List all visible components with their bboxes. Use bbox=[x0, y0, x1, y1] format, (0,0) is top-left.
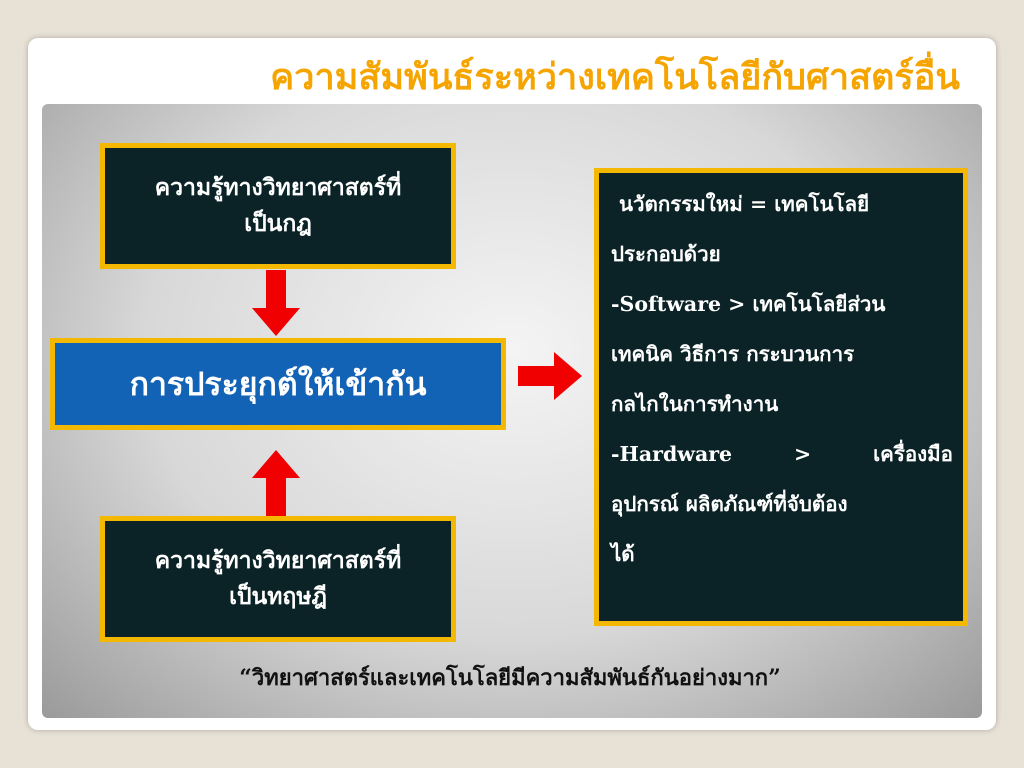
law-knowledge-line1: ความรู้ทางวิทยาศาสตร์ที่ bbox=[154, 174, 402, 201]
innovation-info-box: นวัตกรรมใหม่ = เทคโนโลยี ประกอบด้วย -Sof… bbox=[594, 168, 968, 626]
down-arrow-icon bbox=[252, 270, 300, 336]
info-line: เทคนิค วิธีการ กระบวนการ bbox=[611, 342, 855, 366]
info-line: นวัตกรรมใหม่ = เทคโนโลยี bbox=[619, 192, 870, 216]
hardware-label: -Hardware bbox=[611, 442, 733, 466]
info-line: อุปกรณ์ ผลิตภัณฑ์ที่จับต้อง bbox=[611, 492, 848, 516]
law-knowledge-box: ความรู้ทางวิทยาศาสตร์ที่ เป็นกฎ bbox=[100, 143, 456, 269]
info-line: กลไกในการทำงาน bbox=[611, 392, 779, 416]
theory-knowledge-box: ความรู้ทางวิทยาศาสตร์ที่ เป็นทฤษฎี bbox=[100, 516, 456, 642]
info-line: ได้ bbox=[611, 542, 635, 566]
right-arrow-icon bbox=[518, 352, 582, 400]
info-line-hardware: -Hardware > เครื่องมือ bbox=[611, 429, 953, 479]
theory-knowledge-line2: เป็นทฤษฎี bbox=[229, 583, 327, 610]
application-box: การประยุกต์ให้เข้ากัน bbox=[50, 338, 506, 430]
up-arrow-icon bbox=[252, 450, 300, 516]
info-line: -Software > เทคโนโลยีส่วน bbox=[611, 292, 886, 316]
hardware-arrow: > bbox=[794, 442, 812, 466]
law-knowledge-line2: เป็นกฎ bbox=[244, 210, 312, 237]
info-line: ประกอบด้วย bbox=[611, 242, 721, 266]
summary-quote: “วิทยาศาสตร์และเทคโนโลยีมีความสัมพันธ์กั… bbox=[239, 665, 781, 691]
hardware-desc: เครื่องมือ bbox=[873, 442, 953, 466]
application-label: การประยุกต์ให้เข้ากัน bbox=[129, 364, 427, 403]
theory-knowledge-line1: ความรู้ทางวิทยาศาสตร์ที่ bbox=[154, 547, 402, 574]
slide-title: ความสัมพันธ์ระหว่างเทคโนโลยีกับศาสตร์อื่… bbox=[270, 56, 960, 98]
